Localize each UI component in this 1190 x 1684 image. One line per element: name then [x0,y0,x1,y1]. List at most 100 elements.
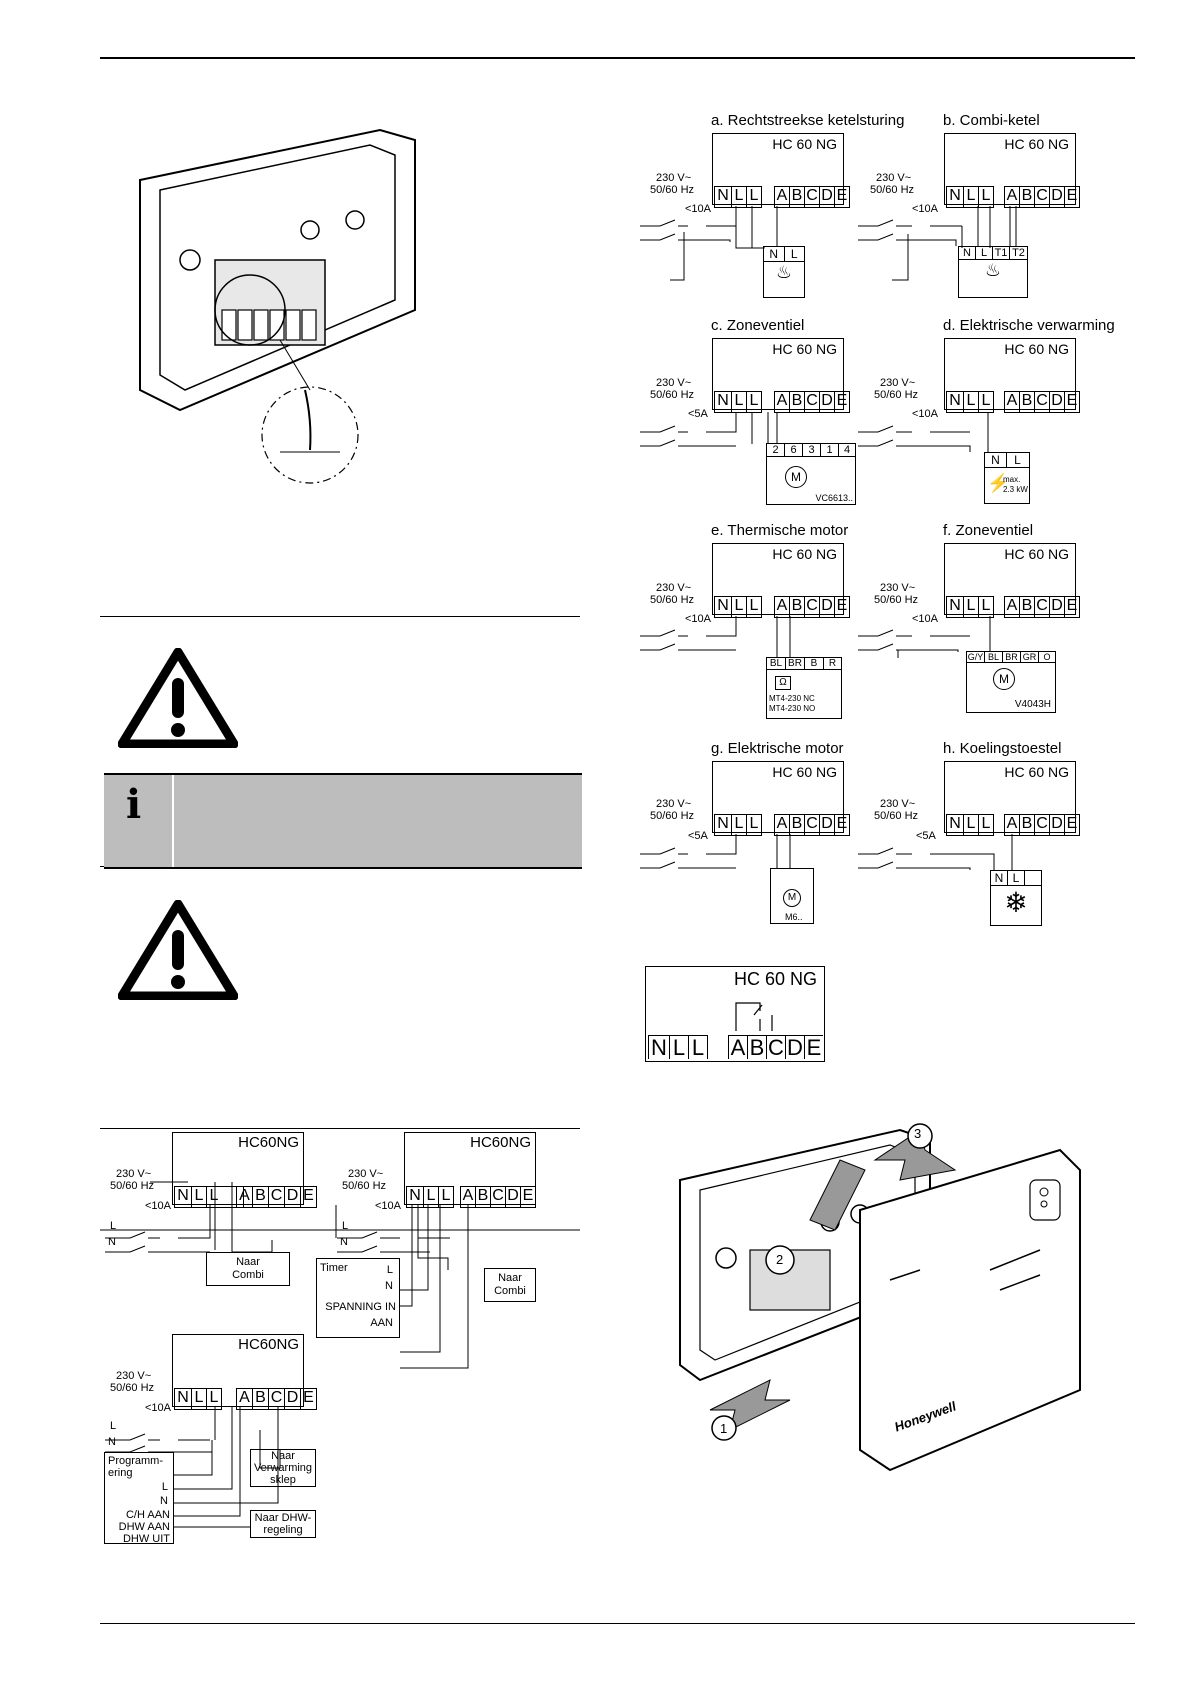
device-back-illustration [139,128,416,484]
dhw-1: Naar DHW- [254,1512,312,1524]
step-2-label: 2 [776,1252,784,1267]
wiring-left-1-device: HC60NG [172,1132,304,1205]
term-D: D [285,1389,301,1409]
fuse-rating: <10A [145,1200,171,1212]
term-C: C [805,392,820,412]
load-L: L [1008,871,1025,885]
supply-freq: 50/60 Hz [874,810,919,822]
pin: G/Y [967,652,985,662]
programmering-box: Programm- ering L N C/H AAN DHW AAN DHW … [104,1452,174,1545]
supply-freq: 50/60 Hz [870,184,915,196]
term-A: A [237,1187,253,1207]
term-D: D [1050,187,1065,207]
diagram-h-title: h. Koelingstoestel [943,740,1062,757]
supply-voltage: 230 V~ [876,172,912,184]
supply-voltage: 230 V~ [880,377,916,389]
supply-freq: 50/60 Hz [650,594,695,606]
assembly-illustration [679,1123,1081,1472]
term-L: L [981,187,991,204]
term-N: N [175,1187,192,1207]
term-L: L [670,1035,689,1060]
term-C: C [767,1035,786,1060]
term-D: D [786,1035,805,1060]
term-D: D [820,392,835,412]
term-L: L [424,1187,439,1207]
supply-freq: 50/60 Hz [650,184,695,196]
pin: 1 [821,444,839,456]
term-E: E [805,1035,823,1060]
term-L: L [732,392,747,412]
term-C: C [269,1389,285,1409]
device-label: HC60NG [238,1336,299,1353]
term-C: C [1035,815,1050,835]
term-N: N [715,187,732,207]
model-label: M6.. [785,912,803,922]
term-C: C [491,1187,506,1207]
term-N: N [648,1035,670,1060]
term-E: E [836,815,848,832]
supply-N: N [340,1236,348,1248]
diagram-f-title: f. Zoneventiel [943,522,1034,539]
naar-verwarming-box: Naar Verwarming sklep [250,1449,316,1487]
pin: 3 [803,444,821,456]
term-C: C [805,597,820,617]
left-wiring-lines [100,1181,580,1528]
top-rule [100,57,1135,59]
diagram-d-device: HC 60 NG [944,338,1076,410]
term-A: A [237,1389,253,1409]
term-N: N [715,597,732,617]
info-note-box: i [104,773,582,869]
section-rule-1 [100,616,580,617]
timer-label: Timer [320,1262,348,1274]
supply-L: L [342,1220,349,1232]
supply-voltage: 230 V~ [656,172,692,184]
naar-dhw-box: Naar DHW- regeling [250,1510,316,1538]
supply-voltage: 230 V~ [880,582,916,594]
term-E: E [1066,392,1078,409]
term-N: N [947,597,964,617]
term-A: A [775,597,790,617]
supply-voltage: 230 V~ [116,1168,152,1180]
term-L: L [732,815,747,835]
term-A: A [728,1035,748,1060]
term-E: E [1066,187,1078,204]
term-D: D [285,1187,301,1207]
model-1: MT4-230 NC [769,694,815,703]
term-E: E [303,1187,314,1204]
term-L: L [749,815,759,832]
verw-1: Naar [271,1450,295,1462]
load-N: N [991,871,1008,885]
supply-freq: 50/60 Hz [110,1382,155,1394]
diagram-a-title: a. Rechtstreekse ketelsturing [711,112,905,129]
prog-ch: C/H AAN [125,1509,170,1521]
pin: BL [985,652,1003,662]
term-E: E [1066,815,1078,832]
term-L: L [732,597,747,617]
term-E: E [303,1389,314,1406]
term-B: B [790,187,805,207]
term-N: N [715,815,732,835]
diagram-g-device: HC 60 NG [712,761,844,833]
term-L: L [964,597,979,617]
term-N: N [947,815,964,835]
term-C: C [269,1187,285,1207]
load-T1: T1 [993,247,1010,259]
device-label: HC 60 NG [772,136,837,152]
term-E: E [1066,597,1078,614]
term-C: C [1035,597,1050,617]
device-label: HC 60 NG [1004,136,1069,152]
fuse-rating: <10A [685,613,711,625]
supply-freq: 50/60 Hz [874,594,919,606]
term-B: B [1020,187,1035,207]
term-L: L [981,597,991,614]
